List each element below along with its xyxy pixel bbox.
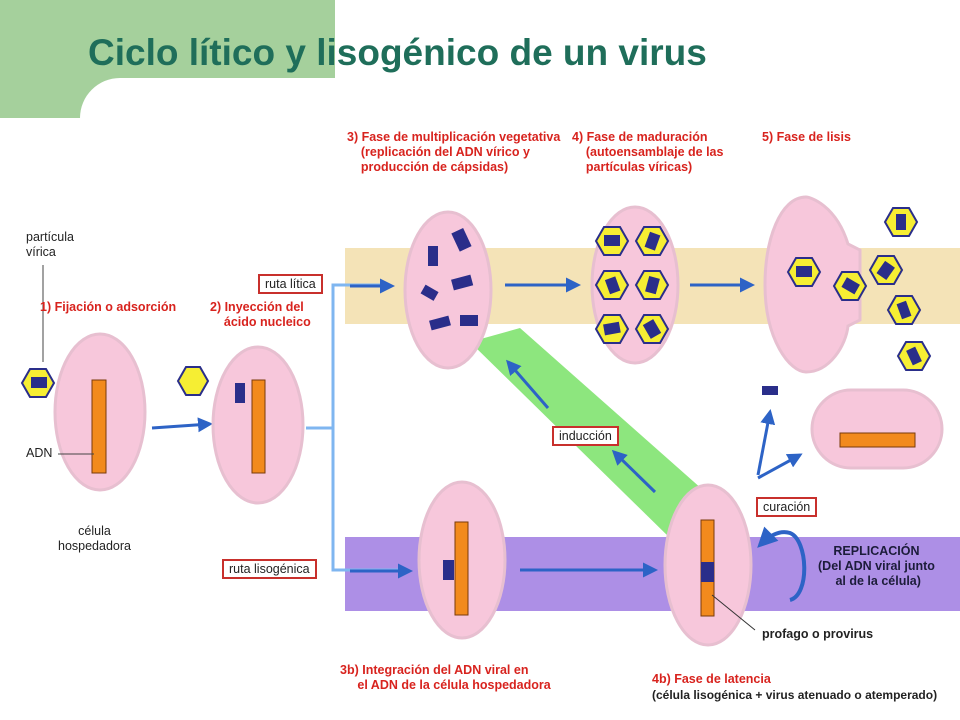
integration-cell [417, 480, 507, 640]
viral-dna [235, 383, 245, 403]
host-dna [251, 379, 266, 474]
latency-cell [663, 483, 753, 647]
phase2-label: 2) Inyección del ácido nucleico [210, 300, 311, 329]
phase1-label: 1) Fijación o adsorción [40, 300, 177, 314]
virion [634, 270, 670, 300]
arrow [756, 409, 776, 476]
phase4b-label: 4b) Fase de latencia [652, 672, 771, 686]
virus-particle [20, 368, 56, 398]
released-virion [868, 255, 904, 285]
host-cell [53, 332, 147, 492]
dna-label: ADN [26, 446, 53, 460]
phase5-label: 5) Fase de lisis [762, 130, 851, 144]
branch-line [306, 283, 390, 430]
pointer-line [711, 594, 756, 631]
released-virion [886, 295, 922, 325]
viral-dna [443, 560, 454, 580]
arrow [757, 453, 803, 480]
virion [634, 314, 670, 344]
curing-label: curación [756, 497, 818, 517]
page-title: Ciclo lítico y lisogénico de un virus [88, 32, 707, 73]
released-virion [896, 341, 932, 371]
multiplication-cell [403, 210, 493, 370]
replication-loop-arrow [757, 526, 807, 602]
lytic-route-label: ruta lítica [258, 274, 323, 294]
phase3b-label: 3b) Integración del ADN viral en el ADN … [340, 663, 551, 692]
arrow [506, 359, 550, 409]
empty-capsid [176, 366, 210, 396]
virion [594, 226, 630, 256]
phase3-label: 3) Fase de multiplicación vegetativa (re… [347, 130, 561, 174]
host-dna [839, 432, 916, 448]
prophage-insert [701, 562, 714, 582]
released-virion [883, 207, 919, 237]
lysis-cell [763, 195, 868, 374]
host-dna [91, 379, 107, 474]
branch-line [331, 428, 405, 572]
host-dna [454, 521, 469, 616]
host-cell-label: célula hospedadora [58, 524, 131, 553]
injection-cell [211, 345, 305, 505]
virion [634, 226, 670, 256]
virion [786, 257, 822, 287]
induction-label: inducción [552, 426, 619, 446]
cured-cell [810, 388, 944, 470]
virus-particle-label: partícula vírica [26, 230, 74, 259]
virion [594, 314, 630, 344]
maturation-cell [590, 205, 680, 365]
phase4b-sublabel: (célula lisogénica + virus atenuado o at… [652, 688, 938, 702]
virion [594, 270, 630, 300]
arrow [151, 417, 213, 433]
phase4-label: 4) Fase de maduración (autoensamblaje de… [572, 130, 724, 174]
excised-viral-dna [762, 386, 778, 395]
prophage-label: profago o provirus [762, 627, 874, 641]
corner-curve [80, 78, 380, 138]
lysogenic-route-label: ruta lisogénica [222, 559, 317, 579]
arrow [611, 449, 657, 494]
virion [832, 271, 868, 301]
replication-label: REPLICACIÓN (Del ADN viral junto al de l… [818, 544, 935, 588]
